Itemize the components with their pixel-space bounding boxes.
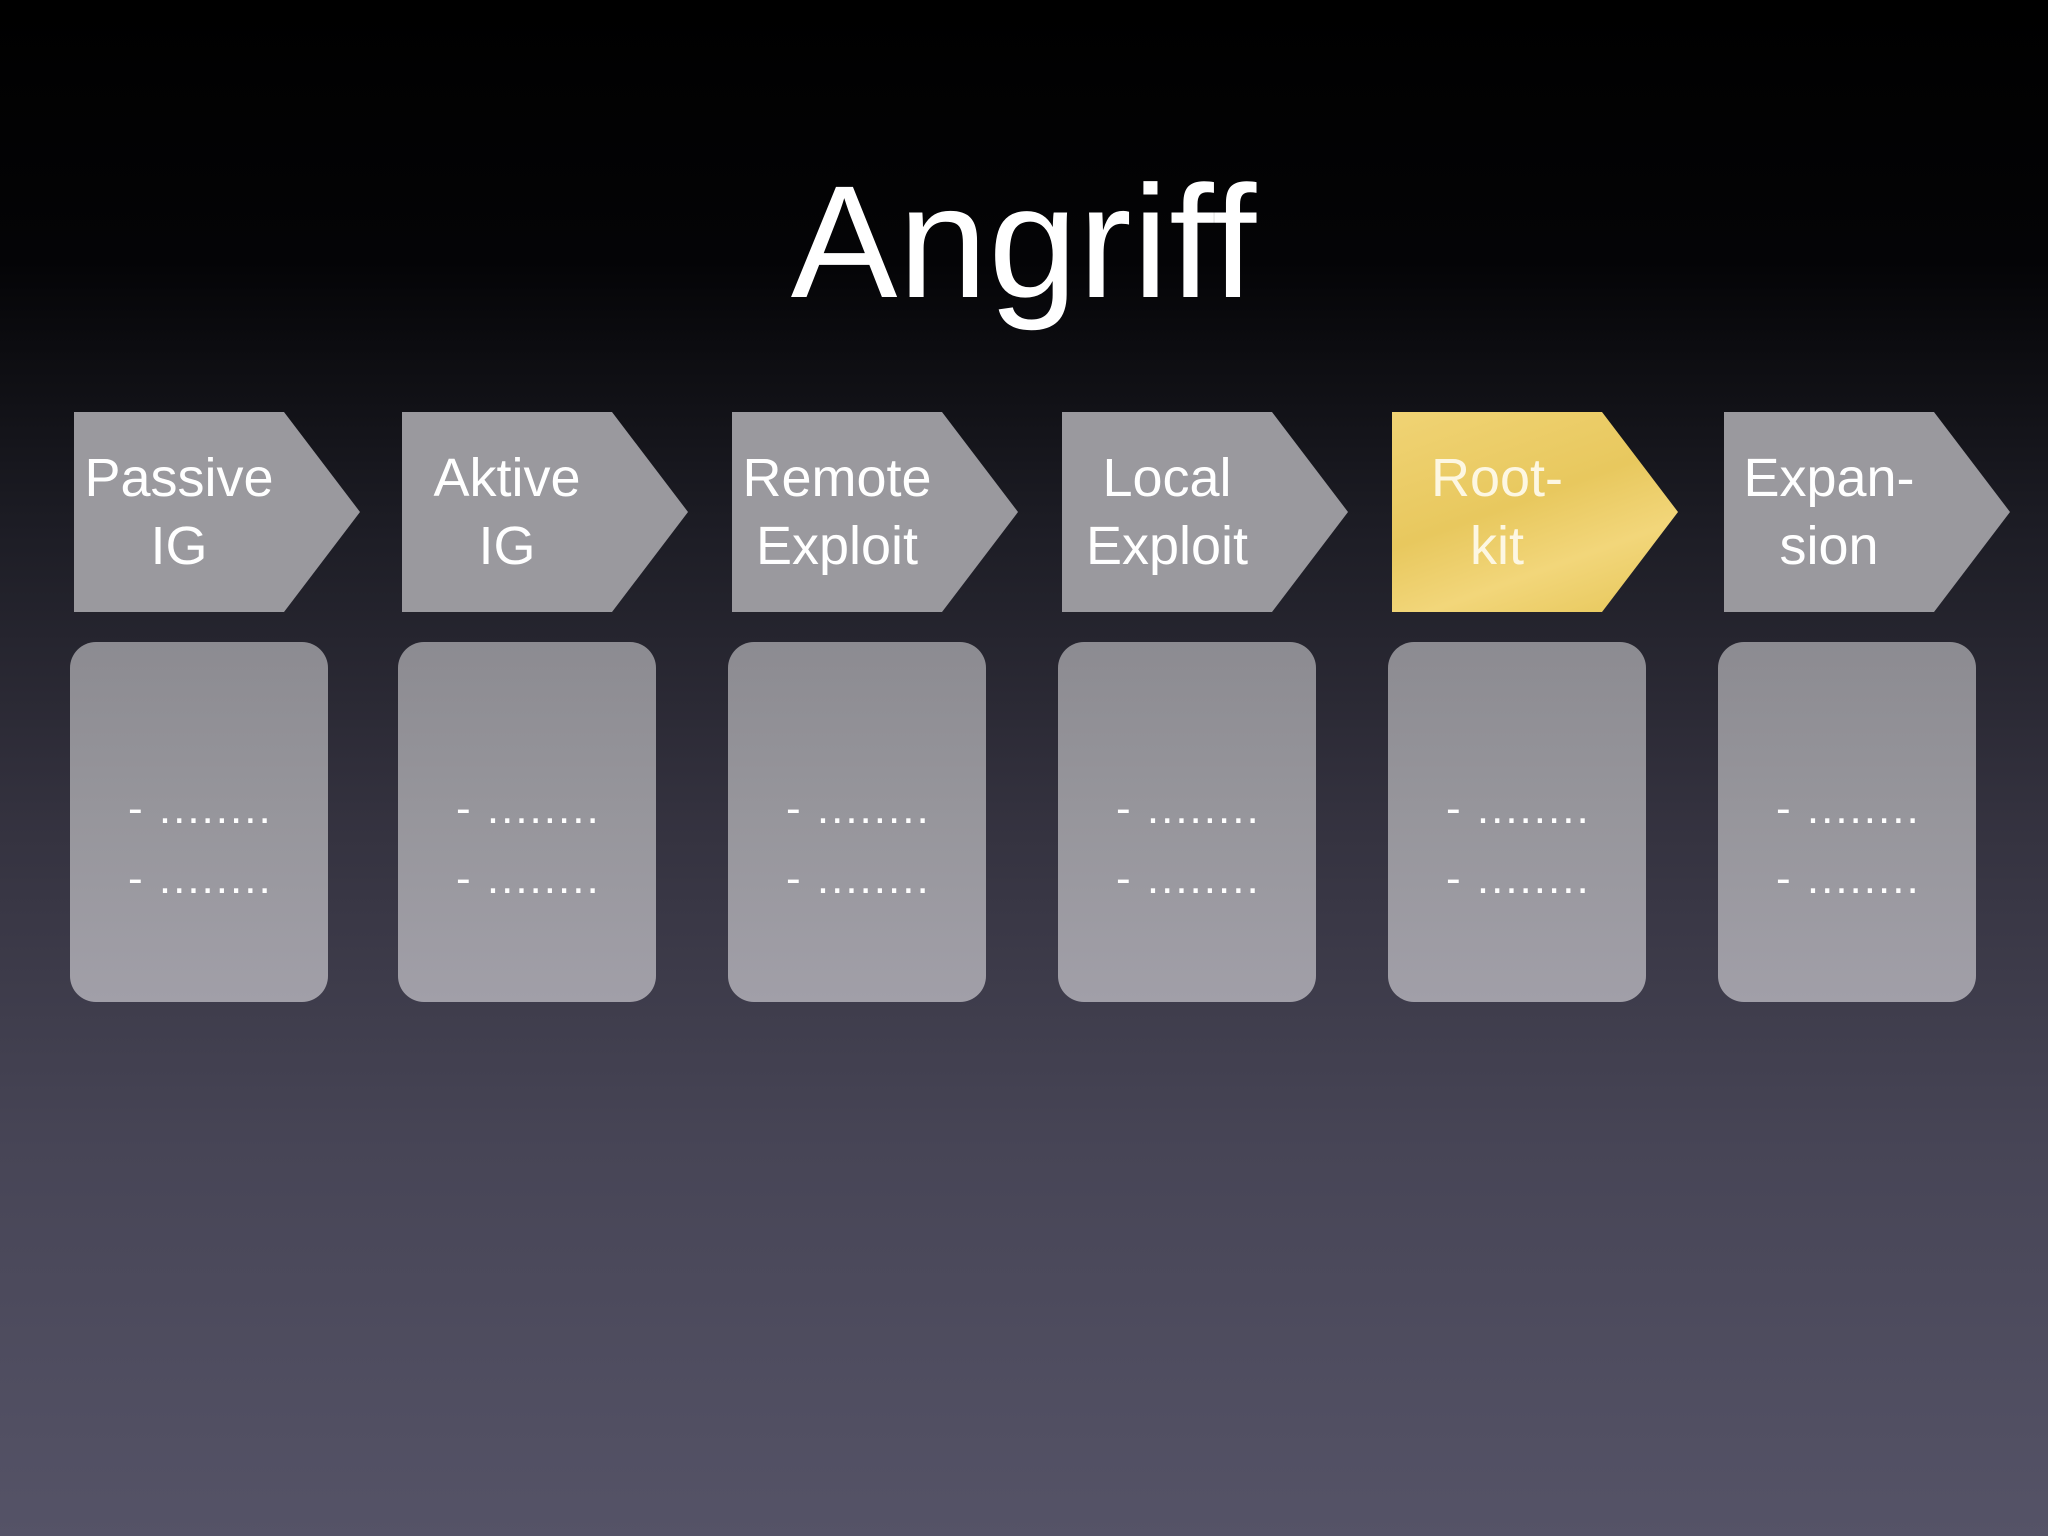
stage-label-line-2: sion — [1779, 516, 1879, 576]
detail-list: - ........ - ........ — [128, 774, 273, 914]
stage-expansion: Expan- sion — [1724, 412, 2010, 612]
stage-detail-box: - ........ - ........ — [1058, 642, 1316, 1002]
detail-list: - ........ - ........ — [1116, 774, 1261, 914]
stage-local-exploit: Local Exploit — [1062, 412, 1348, 612]
stage-label-line-1: Remote — [742, 448, 932, 508]
stage-label-line-2: Exploit — [1085, 516, 1249, 576]
stage-remote-exploit: Remote Exploit — [732, 412, 1018, 612]
stage-detail-box: - ........ - ........ — [1388, 642, 1646, 1002]
stage-chevron: Local Exploit — [1062, 412, 1348, 612]
detail-item: - ........ — [128, 854, 273, 903]
detail-list: - ........ - ........ — [456, 774, 601, 914]
detail-item: - ........ — [1446, 854, 1591, 903]
stage-label: Local Exploit — [1062, 412, 1272, 612]
detail-list: - ........ - ........ — [786, 774, 931, 914]
detail-list: - ........ - ........ — [1446, 774, 1591, 914]
detail-item: - ........ — [786, 854, 931, 903]
stage-label-line-1: Expan- — [1743, 448, 1915, 508]
stage-label: Passive IG — [74, 412, 284, 612]
stage-label-line-2: Exploit — [755, 516, 919, 576]
stage-label-line-1: Aktive — [433, 448, 581, 508]
stage-label: Expan- sion — [1724, 412, 1934, 612]
slide-title: Angriff — [790, 152, 1258, 331]
detail-item: - ........ — [1776, 854, 1921, 903]
stage-label-line-2: kit — [1470, 516, 1524, 576]
detail-item: - ........ — [786, 784, 931, 833]
stage-chevron: Expan- sion — [1724, 412, 2010, 612]
stage-detail-box: - ........ - ........ — [398, 642, 656, 1002]
detail-item: - ........ — [456, 784, 601, 833]
detail-item: - ........ — [1446, 784, 1591, 833]
stage-label: Remote Exploit — [732, 412, 942, 612]
detail-item: - ........ — [1776, 784, 1921, 833]
stage-detail-box: - ........ - ........ — [728, 642, 986, 1002]
stage-label-line-2: IG — [150, 516, 208, 576]
stage-label: Root- kit — [1392, 412, 1602, 612]
stage-label-line-1: Root- — [1430, 448, 1564, 508]
stage-label: Aktive IG — [402, 412, 612, 612]
stage-label-line-2: IG — [478, 516, 536, 576]
stage-detail-box: - ........ - ........ — [1718, 642, 1976, 1002]
detail-item: - ........ — [1116, 854, 1261, 903]
detail-item: - ........ — [128, 784, 273, 833]
stage-passive-ig: Passive IG — [74, 412, 360, 612]
stage-chevron: Remote Exploit — [732, 412, 1018, 612]
stage-chevron: Aktive IG — [402, 412, 688, 612]
stage-detail-box: - ........ - ........ — [70, 642, 328, 1002]
stage-label-line-1: Passive — [84, 448, 274, 508]
detail-item: - ........ — [456, 854, 601, 903]
stage-label-line-1: Local — [1102, 448, 1232, 508]
stage-aktive-ig: Aktive IG — [402, 412, 688, 612]
detail-item: - ........ — [1116, 784, 1261, 833]
detail-list: - ........ - ........ — [1776, 774, 1921, 914]
stage-chevron: Passive IG — [74, 412, 360, 612]
stage-chevron-highlighted: Root- kit — [1392, 412, 1678, 612]
stage-rootkit: Root- kit — [1392, 412, 1678, 612]
